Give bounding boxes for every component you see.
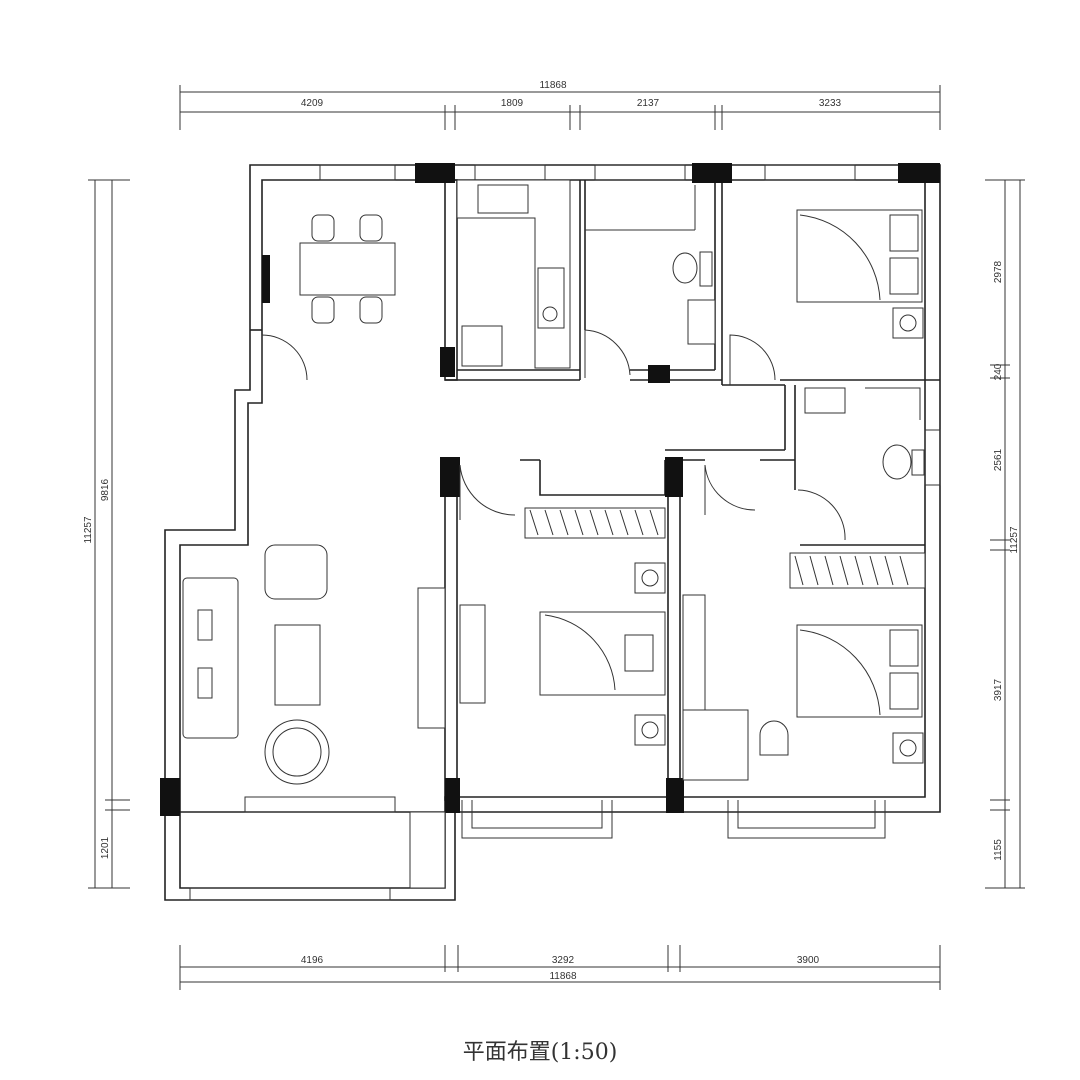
bottom-dimensions [179,945,941,990]
dim-bottom-1: 4196 [301,955,324,966]
dim-right-3: 2561 [993,448,1004,471]
dining-table-set [262,214,396,324]
top-dimensions [179,85,941,130]
dim-bottom-3: 3900 [797,955,820,966]
dim-bottom-total: 11868 [549,971,577,982]
dim-left-1: 9816 [100,478,111,501]
left-dimensions [88,179,130,889]
right-dimensions [985,179,1025,889]
dim-top-4: 3233 [819,98,842,109]
dim-right-5: 1155 [993,839,1004,861]
dim-top-2: 1809 [501,98,524,109]
living-room-furniture [182,544,446,889]
windows [189,164,941,901]
dim-right-4: 3917 [993,678,1004,701]
dim-top-3: 2137 [637,98,660,109]
dim-right-total: 11257 [1009,526,1020,554]
bed-top-right [796,209,924,339]
structural-columns [160,163,940,816]
bed-middle [459,507,666,746]
dim-left-2: 1201 [100,836,111,859]
drawing-title: 平面布置(1:50) [462,1040,618,1065]
doors [261,329,846,541]
bathroom-fixtures [585,185,925,480]
kitchen-counter [456,179,571,369]
bed-bottom-right [682,552,926,781]
dim-right-2: 240 [993,363,1004,380]
dim-left-total: 11257 [83,516,94,544]
dim-top-1: 4209 [301,98,324,109]
dim-top-total: 11868 [539,80,567,91]
dim-right-1: 2978 [993,260,1004,283]
exterior-walls [164,164,941,901]
dim-bottom-2: 3292 [552,955,575,966]
